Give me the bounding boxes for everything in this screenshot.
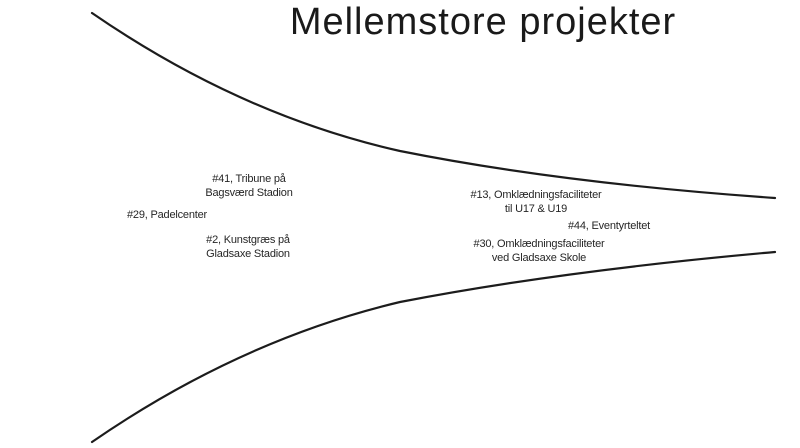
funnel-top-curve (90, 11, 777, 200)
project-label-30-omklaedningsfaciliteter-gladsaxe-skole: #30, Omklædningsfaciliteter ved Gladsaxe… (473, 238, 605, 264)
project-label-44-eventyrteltet: #44, Eventyrteltet (568, 220, 651, 232)
project-label-13-omklaedningsfaciliteter-u17-u19: #13, Omklædningsfaciliteter til U17 & U1… (470, 189, 602, 215)
project-label-29-padelcenter: #29, Padelcenter (127, 209, 207, 221)
slide-title: Mellemstore projekter (289, 1, 677, 43)
project-label-2-kunstgraes-gladsaxe-stadion: #2, Kunstgræs på Gladsaxe Stadion (206, 234, 290, 260)
project-label-41-tribune-bagsvaerd: #41, Tribune på Bagsværd Stadion (205, 173, 293, 199)
funnel-bottom-curve (90, 250, 777, 444)
